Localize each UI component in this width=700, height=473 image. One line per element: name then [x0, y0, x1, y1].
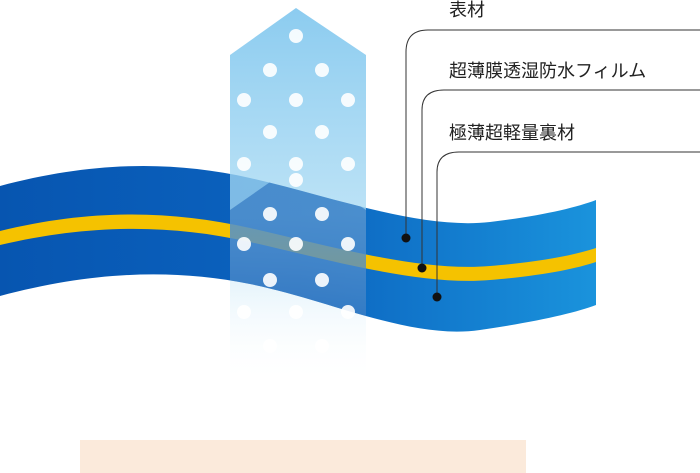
label-outer-fabric: 表材 [449, 0, 485, 21]
leader-dots [401, 233, 442, 302]
label-lining: 極薄超軽量裏材 [449, 123, 575, 144]
leader-lines [405, 29, 700, 297]
label-membrane: 超薄膜透湿防水フィルム [449, 61, 647, 82]
skin-layer [80, 440, 526, 473]
vapor-arrow [230, 8, 366, 385]
vapor-droplets [237, 29, 355, 384]
leader-lining [436, 151, 700, 297]
leader-outer-fabric [405, 29, 700, 237]
leader-membrane [421, 89, 700, 268]
